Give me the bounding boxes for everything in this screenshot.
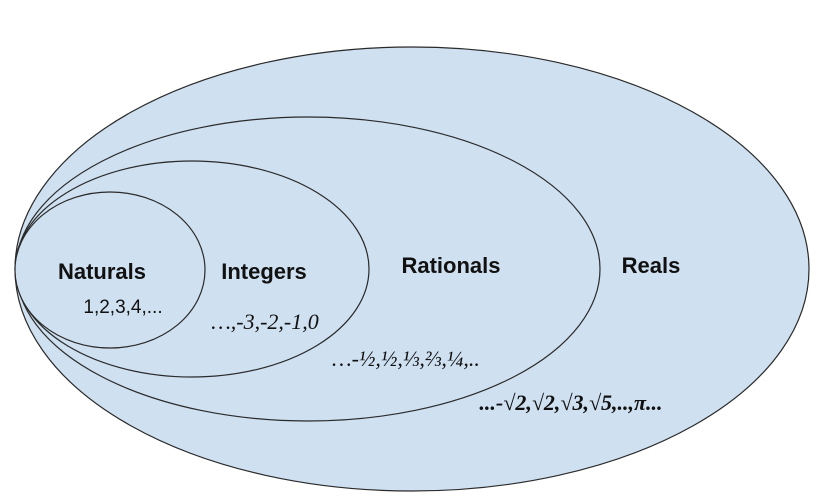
reals-label: Reals (622, 253, 681, 278)
rationals-examples: …-½,½,⅓,⅔,¼,.. (332, 346, 480, 371)
reals-examples: ...-√2,√2,√3,√5,..,π... (479, 390, 662, 415)
naturals-label: Naturals (58, 259, 146, 284)
integers-examples: …,-3,-2,-1,0 (211, 309, 319, 334)
rationals-label: Rationals (401, 253, 500, 278)
integers-label: Integers (221, 259, 307, 284)
naturals-examples: 1,2,3,4,... (83, 297, 162, 318)
naturals-ellipse (14, 191, 206, 349)
